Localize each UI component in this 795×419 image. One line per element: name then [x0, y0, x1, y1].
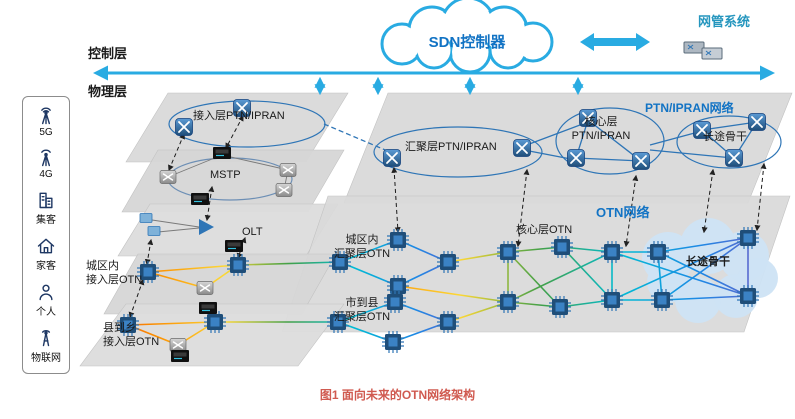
terminal-icon	[147, 226, 161, 236]
access-type-label: 物联网	[31, 353, 61, 364]
control-bus	[93, 33, 775, 96]
access-type-4g: 4G	[36, 148, 56, 180]
mstp-label: MSTP	[210, 169, 241, 181]
access-switch-icon	[169, 337, 187, 353]
router-icon	[747, 112, 767, 132]
ptn-network-label: PTN/IPRAN网络	[645, 101, 734, 115]
ptn-aggregation-ring	[373, 126, 543, 178]
house-icon	[37, 238, 55, 254]
router-icon	[382, 148, 402, 168]
otn-node-icon	[381, 330, 405, 354]
otn-county-access-label: 县到乡 接入层OTN	[103, 322, 160, 348]
otn-network-label: OTN网络	[596, 205, 650, 220]
mstp-blackbox-icon	[190, 192, 210, 206]
otn-city-access-label: 城区内 接入层OTN	[86, 260, 143, 286]
otn-county-aggregation-label: 市到县 汇聚层OTN	[333, 297, 391, 323]
ptn-backbone-label: 长途骨干	[703, 131, 747, 143]
otn-backbone-cloud	[642, 218, 778, 323]
iot-tower-icon	[41, 330, 51, 347]
otn-city-aggregation-label: 城区内 汇聚层OTN	[333, 234, 391, 260]
sdn-nms-double-arrow	[580, 33, 650, 51]
router-icon	[174, 117, 194, 137]
ptn-aggregation-label: 汇聚层PTN/IPRAN	[405, 141, 497, 153]
nms-icon	[683, 41, 723, 60]
legacy-links	[151, 154, 289, 233]
antenna-5g-icon	[41, 107, 51, 125]
mstp-switch-icon	[275, 182, 293, 198]
router-icon	[512, 138, 532, 158]
mstp-blackbox-icon	[212, 146, 232, 160]
control-layer-label: 控制层	[88, 46, 128, 61]
access-blackbox-icon	[198, 301, 218, 315]
physical-layer-label: 物理层	[88, 84, 128, 99]
access-types-panel: 5G 4G 集客 家客 个人	[22, 96, 70, 374]
access-blackbox-icon	[170, 349, 190, 363]
olt-blackbox-icon	[224, 239, 244, 253]
access-type-personal: 个人	[36, 282, 56, 318]
building-icon	[39, 192, 53, 209]
ptn-backbone-ring	[676, 115, 782, 169]
router-icon	[631, 151, 651, 171]
access-type-label: 集客	[36, 215, 56, 226]
access-type-label: 5G	[39, 127, 53, 138]
olt-label: OLT	[242, 226, 263, 238]
mstp-switch-icon	[279, 162, 297, 178]
terminal-icon	[139, 213, 153, 223]
control-down-arrows	[314, 76, 584, 96]
antenna-4g-icon	[41, 149, 51, 167]
access-switch-icon	[196, 280, 214, 296]
router-icon	[566, 148, 586, 168]
access-type-enterprise: 集客	[36, 190, 56, 226]
access-type-home: 家客	[36, 236, 56, 272]
access-type-label: 家客	[36, 261, 56, 272]
sdn-cloud	[380, 0, 554, 74]
router-icon	[724, 148, 744, 168]
person-icon	[39, 284, 53, 301]
access-type-5g: 5G	[36, 106, 56, 138]
access-type-label: 个人	[36, 307, 56, 318]
ptn-access-label: 接入层PTN/IPRAN	[193, 110, 285, 122]
nms-label: 网管系统	[698, 14, 751, 29]
otn-backbone-label: 长途骨干	[686, 256, 730, 268]
figure-caption: 图1 面向未来的OTN网络架构	[319, 388, 476, 402]
mstp-switch-icon	[159, 169, 177, 185]
ptn-core-label: 核心层 PTN/IPRAN	[571, 116, 631, 142]
access-type-iot: 物联网	[31, 328, 61, 364]
otn-county-access-plane	[79, 303, 345, 367]
access-type-label: 4G	[39, 169, 53, 180]
sdn-controller-label: SDN控制器	[428, 34, 506, 51]
otn-core-label: 核心层OTN	[516, 224, 573, 236]
